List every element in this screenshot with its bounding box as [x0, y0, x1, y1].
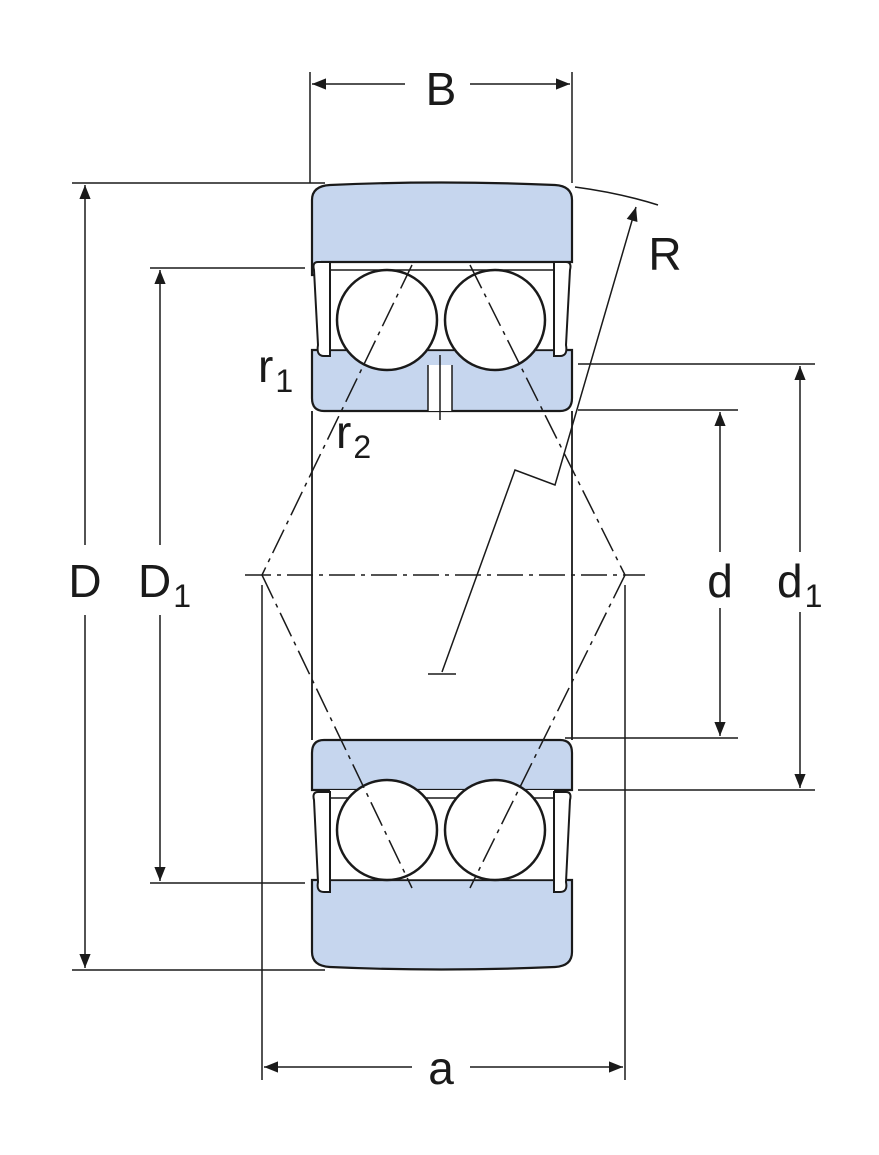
dimension-d: d	[565, 409, 738, 739]
dimension-a: a	[261, 585, 626, 1094]
dimension-d1: d1	[578, 363, 822, 791]
lower-inner-ring	[310, 738, 574, 792]
upper-outer-ring	[310, 181, 574, 277]
dimension-R: R	[428, 186, 682, 675]
label-r2: r2	[336, 406, 371, 465]
lower-left-seal	[312, 791, 331, 893]
dimension-B: B	[309, 63, 573, 183]
label-r1: r1	[258, 340, 293, 399]
contact-lines	[245, 264, 645, 889]
upper-ball-left	[335, 268, 439, 372]
dimension-D: D	[68, 182, 325, 971]
dimension-D1: D1	[138, 267, 305, 884]
label-D1: D1	[138, 555, 191, 614]
label-R: R	[648, 228, 681, 280]
upper-left-seal	[312, 261, 331, 357]
upper-right-seal	[553, 261, 572, 357]
label-D: D	[68, 555, 101, 607]
lower-ball-left	[335, 778, 439, 882]
lower-outer-ring	[310, 878, 574, 971]
label-B: B	[426, 63, 457, 115]
label-d1: d1	[777, 555, 822, 614]
upper-ball-right	[443, 268, 547, 372]
lower-right-seal	[553, 791, 572, 893]
label-a: a	[428, 1042, 454, 1094]
lower-bearing-section	[310, 738, 574, 971]
label-d: d	[707, 555, 733, 607]
lower-ball-right	[443, 778, 547, 882]
upper-bearing-section	[310, 181, 574, 420]
